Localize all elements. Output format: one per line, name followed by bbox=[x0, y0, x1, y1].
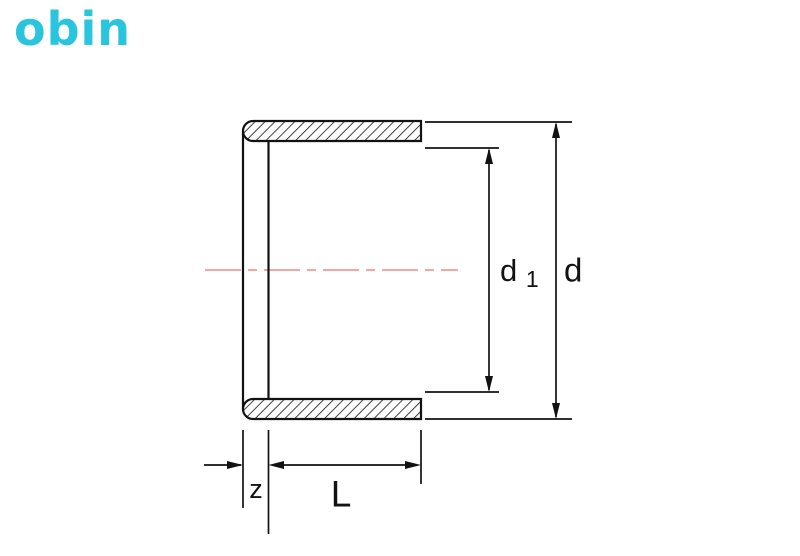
arrowhead-d1-down-icon bbox=[485, 376, 493, 392]
arrowhead-z-right-icon bbox=[227, 461, 243, 469]
dimension-d: d bbox=[552, 122, 582, 419]
bottom-wall-hatched bbox=[241, 397, 423, 421]
label-d1-sub: 1 bbox=[526, 266, 539, 292]
arrowhead-d-up-icon bbox=[552, 122, 560, 138]
arrowhead-d-down-icon bbox=[552, 403, 560, 419]
label-d1-base: d bbox=[500, 253, 517, 288]
top-wall-hatched bbox=[241, 119, 423, 143]
brand-logo: obin bbox=[14, 2, 132, 56]
arrowhead-d1-up-icon bbox=[485, 148, 493, 164]
dimension-z: z bbox=[204, 461, 263, 504]
label-L: L bbox=[331, 474, 352, 515]
label-d: d bbox=[564, 252, 582, 289]
label-z: z bbox=[249, 474, 263, 504]
fitting-body bbox=[241, 119, 423, 421]
extension-lines bbox=[242, 121, 572, 534]
label-d1: d 1 bbox=[500, 253, 539, 293]
dimension-d1: d 1 bbox=[485, 148, 539, 392]
arrowhead-L-left-icon bbox=[268, 461, 284, 469]
dimension-L: L bbox=[268, 461, 421, 515]
arrowhead-L-right-icon bbox=[405, 461, 421, 469]
